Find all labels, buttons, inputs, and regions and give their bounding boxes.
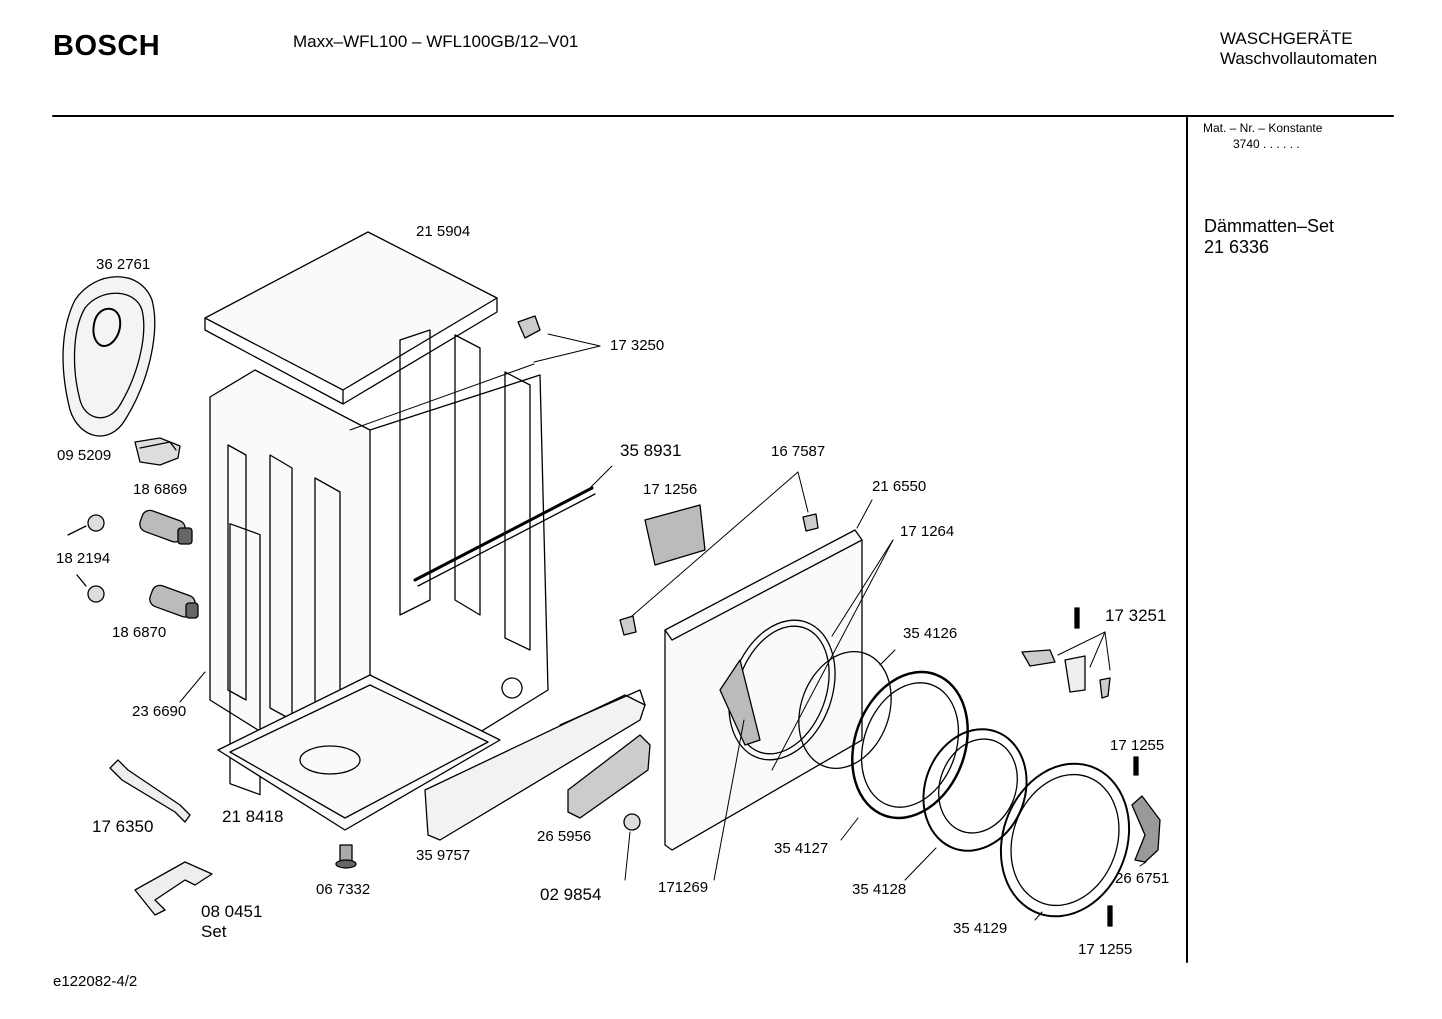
panel-part-265956 <box>567 734 651 819</box>
door-glass-354128 <box>922 728 1028 852</box>
part-label-171264: 17 1264 <box>900 523 955 540</box>
part-label-354129: 35 4129 <box>953 920 1008 937</box>
category-line-2: Waschvollautomaten <box>1220 49 1378 68</box>
part-label-354127: 35 4127 <box>774 840 829 857</box>
part-label-358931: 35 8931 <box>620 441 682 460</box>
part-label-171269: 171269 <box>658 879 709 896</box>
part-label-215904: 21 5904 <box>416 223 471 240</box>
part-label-265956: 26 5956 <box>537 828 592 845</box>
door-lock-171256 <box>644 504 706 566</box>
mat-number-label: Mat. – Nr. – Konstante <box>1203 121 1323 135</box>
part-label-171255-top: 17 1255 <box>1110 737 1165 754</box>
pin-171255-top <box>1133 756 1139 776</box>
part-label-029854: 02 9854 <box>540 885 602 904</box>
part-label-171255-bottom: 17 1255 <box>1078 941 1133 958</box>
clip-167587-right <box>802 513 819 532</box>
bracket-080451 <box>134 861 213 916</box>
part-label-216550: 21 6550 <box>872 478 927 495</box>
shock-absorber-186870 <box>149 584 199 619</box>
kit-name: Dämmatten–Set <box>1204 216 1335 236</box>
part-label-167587: 16 7587 <box>771 443 826 460</box>
pin-171255-bottom <box>1107 905 1113 927</box>
part-label-186870: 18 6870 <box>112 624 167 641</box>
brand-logo: BOSCH <box>53 30 161 62</box>
part-label-173251: 17 3251 <box>1105 606 1167 625</box>
knob-029854 <box>623 813 641 831</box>
foot-067332 <box>335 844 357 869</box>
part-label-354128: 35 4128 <box>852 881 907 898</box>
part-label-095209: 09 5209 <box>57 447 112 464</box>
category-line-1: WASCHGERÄTE <box>1220 29 1353 48</box>
part-label-176350: 17 6350 <box>92 817 154 836</box>
part-label-080451-set: Set <box>201 922 227 941</box>
drawing-id: e122082-4/2 <box>53 973 138 990</box>
part-label-354126: 35 4126 <box>903 625 958 642</box>
part-label-362761: 36 2761 <box>96 256 151 273</box>
mat-number-value: 3740 . . . . . . <box>1233 137 1300 151</box>
model-title: Maxx–WFL100 – WFL100GB/12–V01 <box>293 32 579 51</box>
outer-door-ring-354129 <box>999 762 1131 918</box>
cabinet-housing <box>204 231 549 831</box>
clip-173250 <box>517 315 541 339</box>
kit-number: 21 6336 <box>1204 237 1270 257</box>
door-seal-354126 <box>798 650 892 770</box>
part-label-171256: 17 1256 <box>643 481 698 498</box>
bushing-182194-top <box>87 514 105 532</box>
clip-167587-left <box>619 615 637 636</box>
inner-door-ring-354127 <box>851 670 969 820</box>
part-label-173250: 17 3250 <box>610 337 665 354</box>
part-label-236690: 23 6690 <box>132 703 187 720</box>
front-strip-359757 <box>424 694 646 841</box>
insulation-pad-part <box>62 276 156 437</box>
clip-part-095209 <box>134 437 181 466</box>
bushing-182194-bottom <box>87 585 105 603</box>
part-label-080451: 08 0451 <box>201 902 263 921</box>
support-rod-358931 <box>413 486 596 587</box>
shock-absorber-186869 <box>139 509 193 545</box>
part-label-182194: 18 2194 <box>56 550 111 567</box>
leader-lines <box>179 333 1147 921</box>
part-label-266751: 26 6751 <box>1115 870 1170 887</box>
part-label-359757: 35 9757 <box>416 847 471 864</box>
hinge-clip-173251 <box>1021 649 1056 667</box>
front-panel-216550 <box>664 529 863 851</box>
handle-266751 <box>1131 795 1161 863</box>
part-label-218418: 21 8418 <box>222 807 284 826</box>
part-label-186869: 18 6869 <box>133 481 188 498</box>
wrench-176350 <box>109 759 191 823</box>
part-label-067332: 06 7332 <box>316 881 371 898</box>
